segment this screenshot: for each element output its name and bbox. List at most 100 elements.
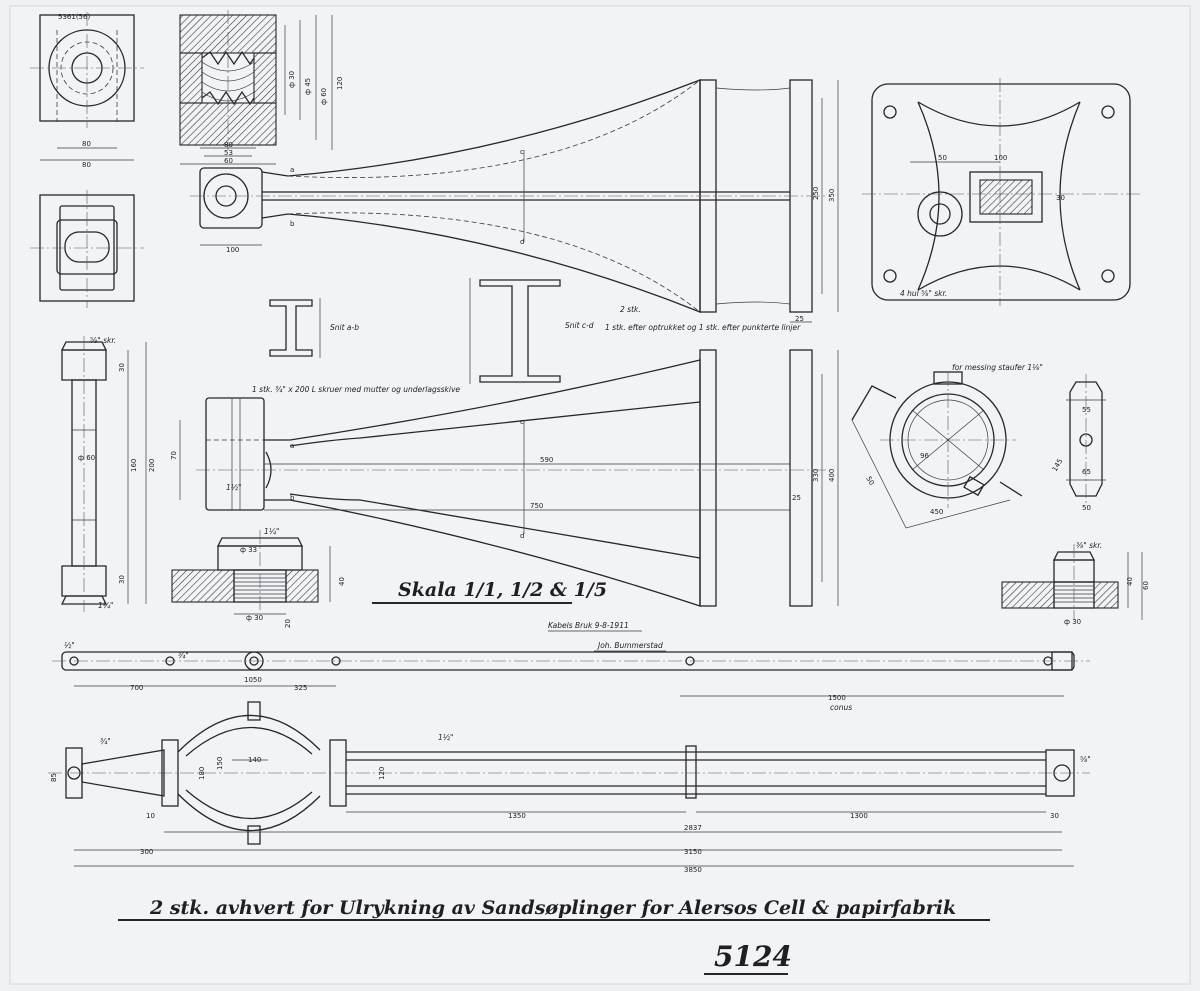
scale-label: Skala 1/1, 1/2 & 1/5 <box>372 579 607 604</box>
label-elev-1-1-2: 1½" <box>226 483 242 492</box>
note-cones: conus <box>830 703 852 712</box>
dim-bar-325: 325 <box>294 684 307 692</box>
title-block: 2 stk. avhvert for Ulrykning av Sandsøpl… <box>118 897 990 975</box>
dim-link-65: 65 <box>1082 468 1091 476</box>
dim-rod-300: 300 <box>140 848 153 856</box>
dim-bolt-200: 200 <box>148 459 156 472</box>
svg-text:d: d <box>520 238 524 246</box>
dim-rod-180: 180 <box>198 767 206 780</box>
threaded-block-section: ф 30 ф 45 ф 60 120 80 53 60 <box>179 10 344 165</box>
dim-thread-inner: 80 <box>224 141 233 149</box>
note-pieces-text: 1 stk. efter optrukket og 1 stk. efter p… <box>605 323 801 332</box>
dim-rod-10: 10 <box>146 812 155 820</box>
end-view-box-lower <box>30 190 144 308</box>
note-bolts: 1 stk. ¾" x 200 L skruer med mutter og u… <box>252 385 460 394</box>
dim-small-nut-dia: ф 30 <box>1064 618 1081 626</box>
drawing-number: 5124 <box>714 940 792 973</box>
sheet-edge <box>9 5 1191 985</box>
i-beam-section-ab: Snit a-b <box>269 298 359 358</box>
dim-bar-700: 700 <box>130 684 143 692</box>
dim-590: 590 <box>540 456 553 464</box>
label-rod-left: ¾" <box>100 737 111 746</box>
dim-100-plan: 100 <box>226 246 239 254</box>
dim-small-nut-40: 40 <box>1126 577 1134 586</box>
flange-plate-view: 50 100 30 4 hul ⅝" skr. <box>862 78 1140 306</box>
dim-rod-1300: 1300 <box>850 812 868 820</box>
note-holes: 4 hul ⅝" skr. <box>900 289 947 298</box>
dim-450: 450 <box>930 508 943 516</box>
dim-bolt-30-top: 30 <box>118 363 126 372</box>
dim-100-flange: 100 <box>994 154 1007 162</box>
dim-link-50: 50 <box>1082 504 1091 512</box>
dim-rod-1350: 1350 <box>508 812 526 820</box>
drawing-title: 2 stk. avhvert for Ulrykning av Sandsøpl… <box>149 897 956 919</box>
dim-250: 250 <box>812 187 820 200</box>
svg-text:c: c <box>520 148 524 156</box>
note-pieces-count: 2 stk. <box>620 305 641 314</box>
end-view-box-top: 80 80 <box>30 12 144 169</box>
label-bar-1-2: ½" <box>64 641 75 650</box>
label-section-ab: Snit a-b <box>330 323 359 332</box>
signature-name: Joh. Bummerstad <box>596 641 663 650</box>
nut-assembly-section: 1¼" ф 33 ф 30 40 20 <box>171 527 346 628</box>
dim-350: 350 <box>828 189 836 202</box>
svg-text:a: a <box>290 442 294 450</box>
dim-50-flange: 50 <box>938 154 947 162</box>
dim-rod-2837: 2837 <box>684 824 702 832</box>
ring-coupling-view: for messing staufer 1⅛" 450 96 50 <box>851 363 1043 529</box>
svg-text:b: b <box>290 494 295 502</box>
bracket-elevation-view: c d a b 590 750 330 400 25 70 1 stk. ¾" … <box>170 349 839 607</box>
dim-thread-60: 60 <box>224 157 233 165</box>
svg-text:a: a <box>290 166 294 174</box>
dim-box-inner: 80 <box>82 140 91 148</box>
dim-nut-20: 20 <box>284 619 292 628</box>
dim-bolt-30-bot: 30 <box>118 575 126 584</box>
dim-dia-30: ф 30 <box>288 71 296 88</box>
label-small-nut: ⅜" skr. <box>1076 541 1102 550</box>
dim-rod-85: 85 <box>50 773 58 782</box>
signature-date: Kabels Bruk 9-8-1911 <box>548 621 629 630</box>
label-bolt-thread: ⅝" skr. <box>90 336 116 345</box>
label-section-cd: Snit c-d <box>565 321 594 330</box>
dim-rod-150: 150 <box>216 757 224 770</box>
dim-dia-60: ф 60 <box>320 88 328 105</box>
dim-70-elev: 70 <box>170 451 178 460</box>
svg-text:b: b <box>290 220 295 228</box>
dim-dia-45: ф 45 <box>304 78 312 95</box>
dim-30-flange: 30 <box>1056 194 1065 202</box>
label-bar-3-4: ¾" <box>178 651 189 660</box>
dim-link-55: 55 <box>1082 406 1091 414</box>
long-bolt-view: ⅝" skr. ф 60 30 160 200 30 1¼" <box>60 336 156 612</box>
svg-text:d: d <box>520 532 524 540</box>
small-nut-section: ⅜" skr. ф 30 40 60 <box>1001 541 1150 626</box>
label-bolt-bottom: 1¼" <box>98 601 114 610</box>
dim-box-outer: 80 <box>82 161 91 169</box>
dim-bolt-dia: ф 60 <box>78 454 95 462</box>
label-nut-top: 1¼" <box>264 527 280 536</box>
dim-rod-30: 30 <box>1050 812 1059 820</box>
dim-25-plan: 25 <box>795 315 804 323</box>
dim-bar-1050: 1050 <box>244 676 262 684</box>
bracket-plan-view: c d a b 100 250 350 25 <box>190 79 839 323</box>
dim-400: 400 <box>828 469 836 482</box>
scale-text: Skala 1/1, 1/2 & 1/5 <box>398 579 607 601</box>
long-flat-bar-view: 700 1050 325 1500 conus ¾" ½" <box>52 641 1090 712</box>
dim-rod-120: 120 <box>378 767 386 780</box>
dim-nut-40: 40 <box>338 577 346 586</box>
dim-25-elev: 25 <box>792 494 801 502</box>
dim-bolt-160: 160 <box>130 459 138 472</box>
dim-rod-3150: 3150 <box>684 848 702 856</box>
catalog-mark: 5361(56) <box>58 13 90 21</box>
dim-120: 120 <box>336 77 344 90</box>
small-link-view: 55 65 50 145 <box>1051 374 1106 512</box>
signature-block: Kabels Bruk 9-8-1911 Joh. Bummerstad <box>548 621 666 652</box>
dim-750: 750 <box>530 502 543 510</box>
dim-nut-dia: ф 33 <box>240 546 257 554</box>
i-beam-section-cd: Snit c-d <box>469 278 594 384</box>
dim-small-nut-60: 60 <box>1142 581 1150 590</box>
dim-ring-50: 50 <box>864 475 875 487</box>
long-tie-rod-view: 150 140 180 120 1½" ¾" ⅝" 1350 1300 30 1… <box>48 701 1091 874</box>
label-rod-right: ⅝" <box>1080 755 1091 764</box>
svg-text:c: c <box>520 418 524 426</box>
